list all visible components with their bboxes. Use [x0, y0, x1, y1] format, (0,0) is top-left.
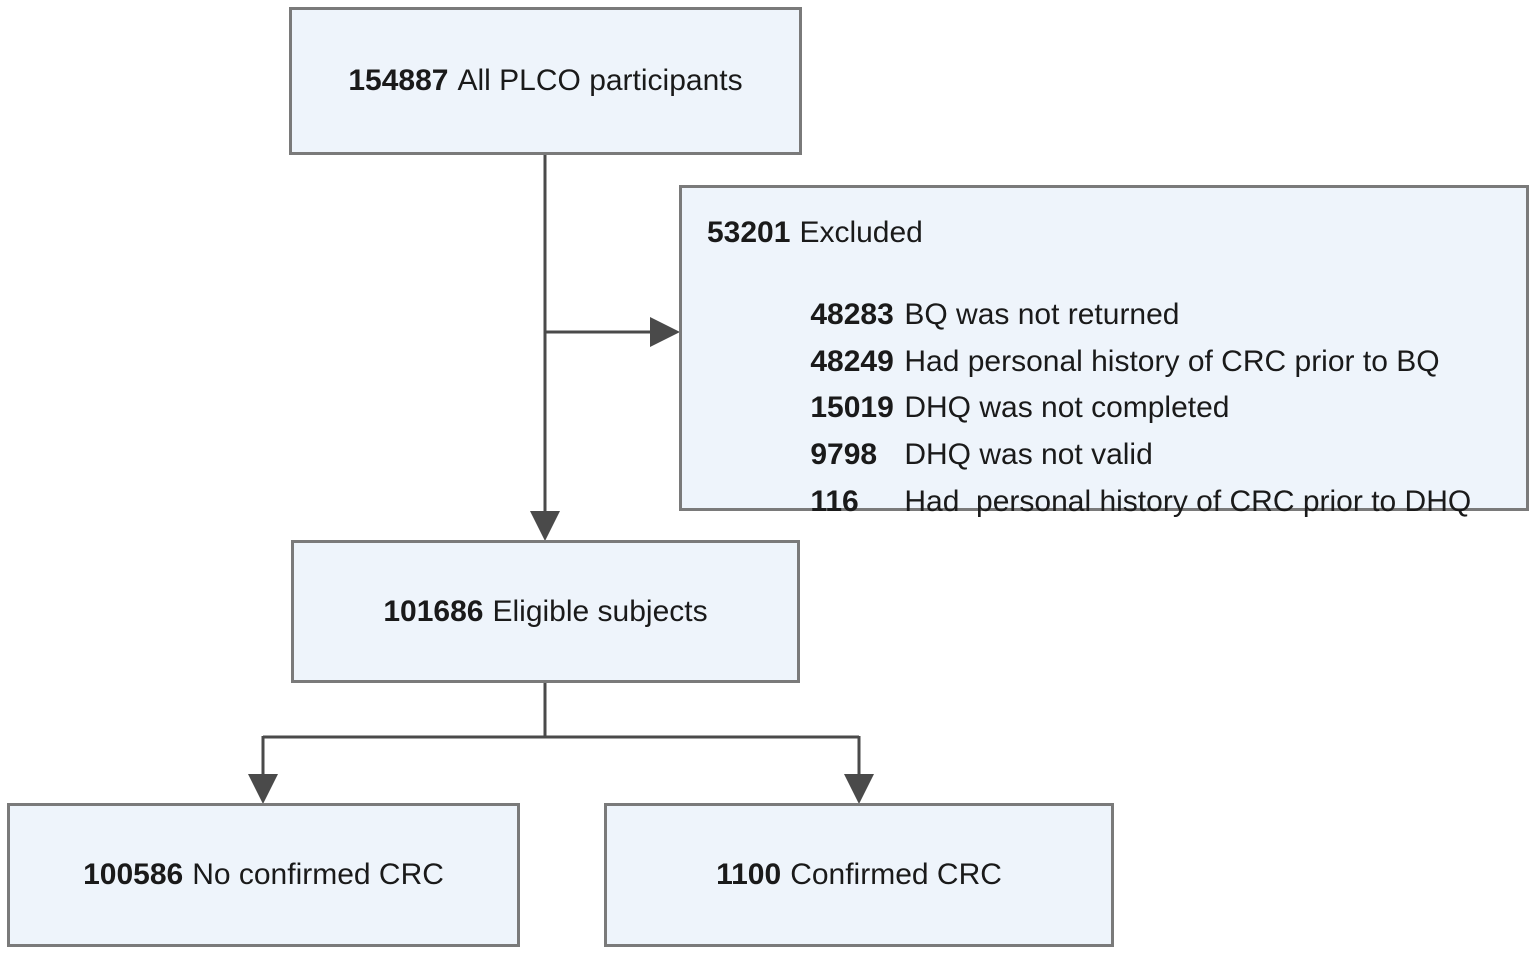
eligible-subjects-box: 101686 Eligible subjects	[291, 540, 800, 683]
eligible-label: Eligible subjects	[492, 594, 708, 628]
excluded-reason: 48283 BQ was not returned	[777, 264, 1180, 366]
all-participants-label: All PLCO participants	[457, 64, 743, 97]
crc-label: Confirmed CRC	[790, 858, 1002, 891]
excluded-reason-label: DHQ was not completed	[904, 391, 1230, 424]
excluded-reason-count: 9798	[810, 438, 878, 471]
no-confirmed-crc-box: 100586 No confirmed CRC	[7, 803, 520, 947]
confirmed-crc-box: 1100 Confirmed CRC	[604, 803, 1114, 947]
excluded-reason-count: 15019	[810, 391, 894, 424]
excluded-reason-label: Had personal history of CRC prior to BQ	[904, 345, 1440, 378]
excluded-reason: 116 Had personal history of CRC prior to …	[777, 451, 1471, 553]
excluded-reason-count: 48249	[810, 345, 894, 378]
excluded-reason-label: BQ was not returned	[904, 298, 1180, 331]
excluded-reason: 9798 DHQ was not valid	[777, 404, 1153, 506]
eligible-count: 101686	[383, 594, 484, 628]
all-participants-count: 154887	[348, 64, 449, 97]
excluded-reason-label: Had personal history of CRC prior to DHQ	[904, 485, 1472, 518]
excluded-reason-count: 116	[810, 485, 859, 518]
excluded-label: Excluded	[799, 216, 923, 249]
excluded-reason-count: 48283	[810, 298, 894, 331]
excluded-reason: 15019 DHQ was not completed	[777, 357, 1229, 459]
crc-count: 1100	[716, 858, 782, 891]
excluded-count: 53201	[707, 216, 791, 249]
all-participants-box: 154887 All PLCO participants	[289, 7, 802, 155]
no-crc-count: 100586	[83, 858, 184, 891]
excluded-reason-label: DHQ was not valid	[904, 438, 1153, 471]
excluded-reason: 48249 Had personal history of CRC prior t…	[777, 311, 1440, 413]
no-crc-label: No confirmed CRC	[192, 858, 444, 891]
